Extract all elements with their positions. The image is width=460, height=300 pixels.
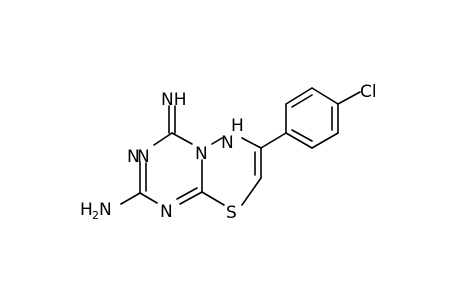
bond-c7-phenyl xyxy=(260,132,287,149)
bond-nbridge-nh xyxy=(211,137,223,145)
bond-lines xyxy=(120,87,361,206)
ring-n-top-label: N xyxy=(137,147,150,167)
bond-ph-5 xyxy=(311,132,339,149)
bond-c-cl xyxy=(337,91,361,105)
bond-c2-nh2 xyxy=(120,192,141,205)
nh-n-label: N xyxy=(221,133,234,153)
bond-c6-s xyxy=(241,177,262,206)
bond-ph-6 xyxy=(285,132,313,149)
bond-ph-inner-3 xyxy=(291,129,313,142)
bridge-n-label: N xyxy=(195,144,208,164)
ring-n-left-label: N xyxy=(127,147,140,167)
ring-n-bottom-label: N xyxy=(160,202,173,222)
bond-ph-2 xyxy=(285,87,313,105)
bond-c2-n1 xyxy=(139,192,158,204)
bond-nh-c7 xyxy=(241,137,262,149)
bond-c8a-s xyxy=(201,191,225,206)
bond-ph-inner-1 xyxy=(291,94,313,108)
amine-sub-label: 2 xyxy=(92,209,99,222)
bond-c4-nbridge xyxy=(171,132,193,145)
chlorine-label: Cl xyxy=(360,82,377,102)
bond-ph-3 xyxy=(311,87,339,105)
bond-c4-n3 xyxy=(153,132,173,146)
atom-labels: NH N N N N H N S Cl H 2 N xyxy=(80,82,377,223)
bond-n1-c8a-a xyxy=(179,191,203,205)
amine-h-label: H xyxy=(80,200,93,220)
sulfur-label: S xyxy=(226,203,237,223)
nh-h-label: H xyxy=(231,116,244,136)
imine-label: NH xyxy=(161,90,187,110)
bond-n1-c8a-b xyxy=(176,187,198,200)
amine-n-label: N xyxy=(99,200,112,220)
